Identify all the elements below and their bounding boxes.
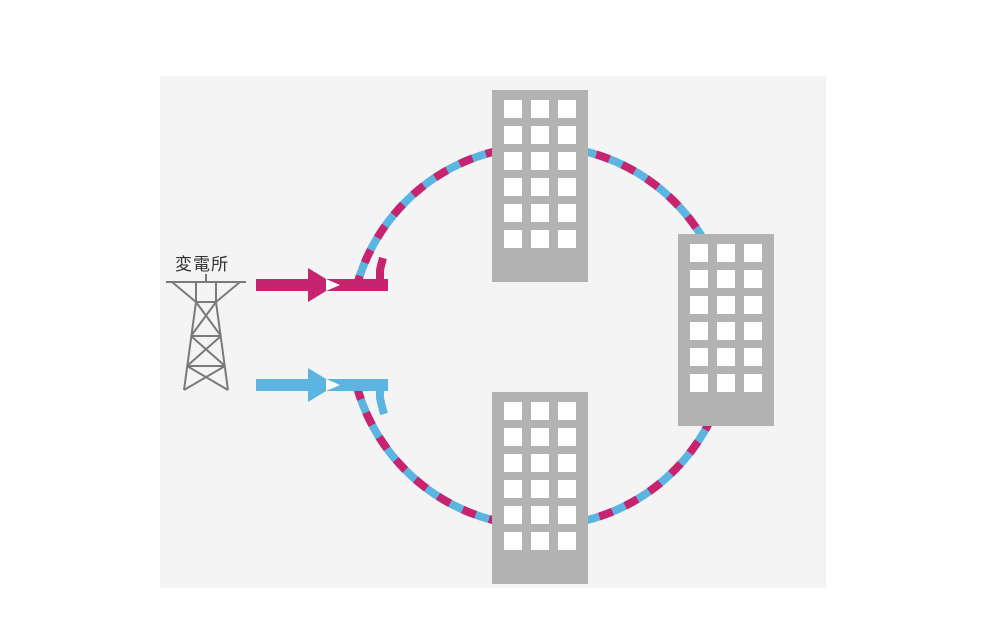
building-window <box>531 428 549 446</box>
feeder-upper-arrow-highlight-icon <box>326 279 340 291</box>
substation-label: 変電所 <box>175 255 229 275</box>
feeder-lower-arrow-highlight-icon <box>326 379 340 391</box>
building-window <box>558 230 576 248</box>
building-window <box>504 480 522 498</box>
building-window <box>531 204 549 222</box>
building-window <box>717 296 735 314</box>
building-window <box>744 244 762 262</box>
building-window <box>504 402 522 420</box>
building-top <box>492 90 588 282</box>
building-window <box>558 506 576 524</box>
building-window <box>744 374 762 392</box>
building-window <box>690 296 708 314</box>
building-window <box>690 374 708 392</box>
building-window <box>717 244 735 262</box>
feeder-upper-joint <box>376 256 387 285</box>
building-window <box>504 178 522 196</box>
building-window <box>504 230 522 248</box>
building-window <box>504 126 522 144</box>
building-window <box>504 428 522 446</box>
building-window <box>531 152 549 170</box>
building-window <box>531 100 549 118</box>
building-window <box>531 402 549 420</box>
building-window <box>717 348 735 366</box>
feeder-lower-arrow-icon <box>308 368 336 402</box>
building-window <box>504 532 522 550</box>
loop-ring-opening <box>335 284 395 384</box>
building-window <box>690 270 708 288</box>
buildings <box>492 90 774 584</box>
building-window <box>558 402 576 420</box>
building-window <box>531 230 549 248</box>
building-window <box>504 204 522 222</box>
building-window <box>558 204 576 222</box>
building-window <box>531 506 549 524</box>
building-window <box>531 454 549 472</box>
feeder-line-upper <box>256 256 388 302</box>
building-window <box>744 296 762 314</box>
transmission-tower-icon <box>166 274 246 391</box>
building-window <box>744 270 762 288</box>
building-window <box>531 126 549 144</box>
feeder-line-lower <box>256 368 388 416</box>
building-window <box>558 100 576 118</box>
building-window <box>504 454 522 472</box>
building-window <box>717 270 735 288</box>
building-window <box>504 100 522 118</box>
building-window <box>717 322 735 340</box>
building-window <box>531 178 549 196</box>
building-window <box>690 348 708 366</box>
building-window <box>744 348 762 366</box>
building-window <box>558 454 576 472</box>
building-window <box>504 506 522 524</box>
building-window <box>690 244 708 262</box>
building-window <box>558 480 576 498</box>
building-window <box>558 126 576 144</box>
building-window <box>504 152 522 170</box>
building-window <box>531 480 549 498</box>
building-window <box>690 322 708 340</box>
building-window <box>558 532 576 550</box>
building-window <box>558 152 576 170</box>
building-window <box>558 178 576 196</box>
feeder-lower-joint <box>376 385 388 416</box>
feeder-upper-arrow-icon <box>308 268 336 302</box>
building-window <box>531 532 549 550</box>
building-window <box>558 428 576 446</box>
building-window <box>717 374 735 392</box>
building-window <box>744 322 762 340</box>
building-right <box>678 234 774 426</box>
building-bottom <box>492 392 588 584</box>
